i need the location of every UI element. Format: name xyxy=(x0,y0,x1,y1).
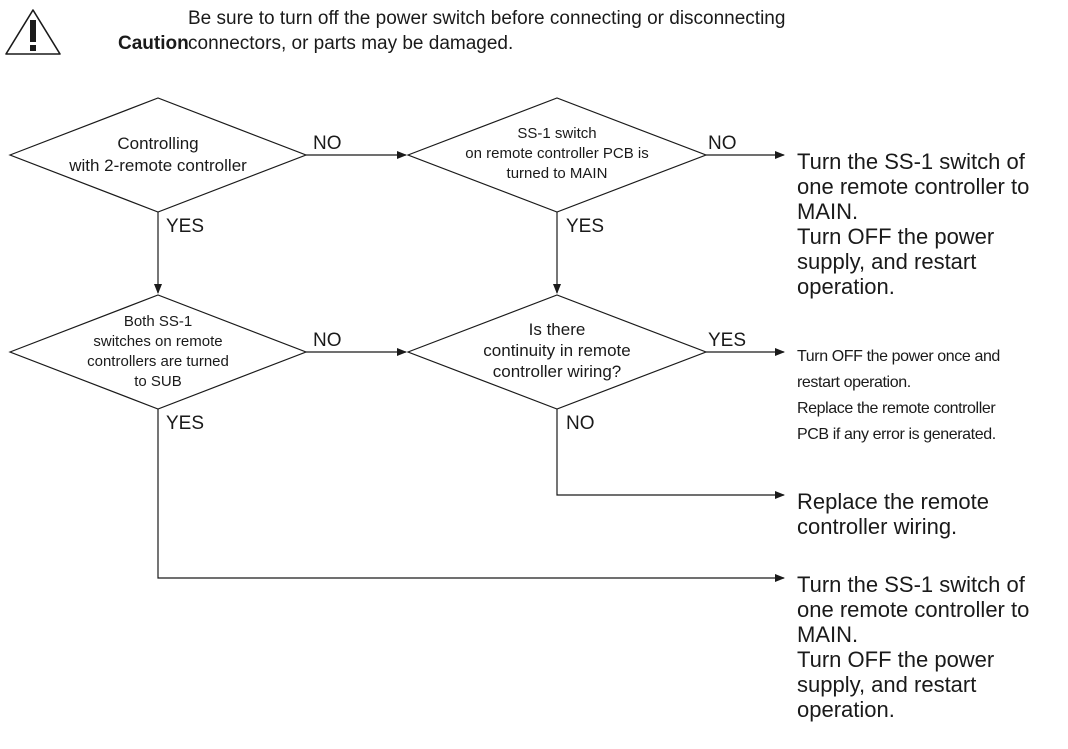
decision-two-remote-line-1: Controlling xyxy=(117,134,199,153)
outcome-replace-wiring-line-1: Replace the remote xyxy=(797,489,989,514)
decision-continuity-line-1: Is there xyxy=(528,320,586,339)
outcome-ss1-to-main-2-line-3: MAIN. xyxy=(797,622,859,647)
outcome-restart-line-3: Replace the remote controller xyxy=(797,400,996,417)
outcome-restart-line-1: Turn OFF the power once and xyxy=(797,348,1000,365)
outcome-ss1-to-main-1-line-3: MAIN. xyxy=(797,199,859,224)
edge-label-continuity-no: NO xyxy=(566,413,595,434)
outcome-ss1-to-main-2-line-1: Turn the SS-1 switch of xyxy=(797,572,1025,597)
outcome-restart-line-2: restart operation. xyxy=(797,374,911,391)
decision-continuity-line-3: controller wiring? xyxy=(492,362,622,381)
edge-continuity-no xyxy=(556,409,785,499)
outcome-ss1-to-main-2-line-5: supply, and restart xyxy=(797,672,977,697)
caution-notice: Caution Be sure to turn off the power sw… xyxy=(0,0,1068,60)
edge-both-sub-yes xyxy=(157,409,785,582)
caution-label: Caution xyxy=(118,33,189,54)
decision-ss1-main-line-3: turned to MAIN xyxy=(506,165,608,182)
decision-both-sub-text: Both SS-1 switches on remote controllers… xyxy=(38,312,278,392)
outcome-ss1-to-main-2-line-6: operation. xyxy=(797,697,895,722)
outcome-ss1-to-main-1-line-5: supply, and restart xyxy=(797,249,977,274)
warning-triangle-exclamation-icon xyxy=(5,9,61,55)
outcome-ss1-to-main-1-line-1: Turn the SS-1 switch of xyxy=(797,149,1025,174)
decision-two-remote-line-2: with 2-remote controller xyxy=(69,156,247,175)
outcome-ss1-to-main-2-line-4: Turn OFF the power xyxy=(797,647,995,672)
outcome-ss1-to-main-1: Turn the SS-1 switch of one remote contr… xyxy=(797,149,1029,299)
edge-label-ss1-main-no: NO xyxy=(708,133,737,154)
edge-label-ss1-main-yes: YES xyxy=(566,216,605,237)
outcome-ss1-to-main-1-line-2: one remote controller to xyxy=(797,174,1030,199)
decision-ss1-main-line-1: SS-1 switch xyxy=(517,125,597,142)
decision-both-sub-line-4: to SUB xyxy=(134,373,182,390)
edge-label-both-sub-yes: YES xyxy=(166,413,205,434)
outcome-ss1-to-main-1-line-4: Turn OFF the power xyxy=(797,224,995,249)
outcome-ss1-to-main-1-line-6: operation. xyxy=(797,274,895,299)
outcome-restart-line-4: PCB if any error is generated. xyxy=(797,426,996,443)
outcome-ss1-to-main-2: Turn the SS-1 switch of one remote contr… xyxy=(797,572,1029,722)
decision-ss1-main-line-2: on remote controller PCB is xyxy=(465,145,649,162)
decision-continuity-text: Is there continuity in remote controller… xyxy=(437,319,677,382)
outcome-restart-replace-pcb: Turn OFF the power once and restart oper… xyxy=(797,344,1000,448)
outcome-ss1-to-main-2-line-2: one remote controller to xyxy=(797,597,1030,622)
edge-label-continuity-yes: YES xyxy=(708,330,747,351)
decision-ss1-main-text: SS-1 switch on remote controller PCB is … xyxy=(437,124,677,184)
caution-text-line-2: connectors, or parts may be damaged. xyxy=(188,33,514,54)
edge-label-two-remote-yes: YES xyxy=(166,216,205,237)
edge-label-both-sub-no: NO xyxy=(313,330,342,351)
decision-continuity-line-2: continuity in remote xyxy=(483,341,631,360)
outcome-replace-wiring: Replace the remote controller wiring. xyxy=(797,489,989,539)
decision-both-sub-line-2: switches on remote xyxy=(93,333,223,350)
decision-two-remote-text: Controlling with 2-remote controller xyxy=(40,133,276,177)
decision-both-sub-line-1: Both SS-1 xyxy=(123,313,193,330)
caution-text-line-1: Be sure to turn off the power switch bef… xyxy=(188,8,786,29)
outcome-replace-wiring-line-2: controller wiring. xyxy=(797,514,958,539)
decision-both-sub-line-3: controllers are turned xyxy=(87,353,229,370)
edge-label-two-remote-no: NO xyxy=(313,133,342,154)
